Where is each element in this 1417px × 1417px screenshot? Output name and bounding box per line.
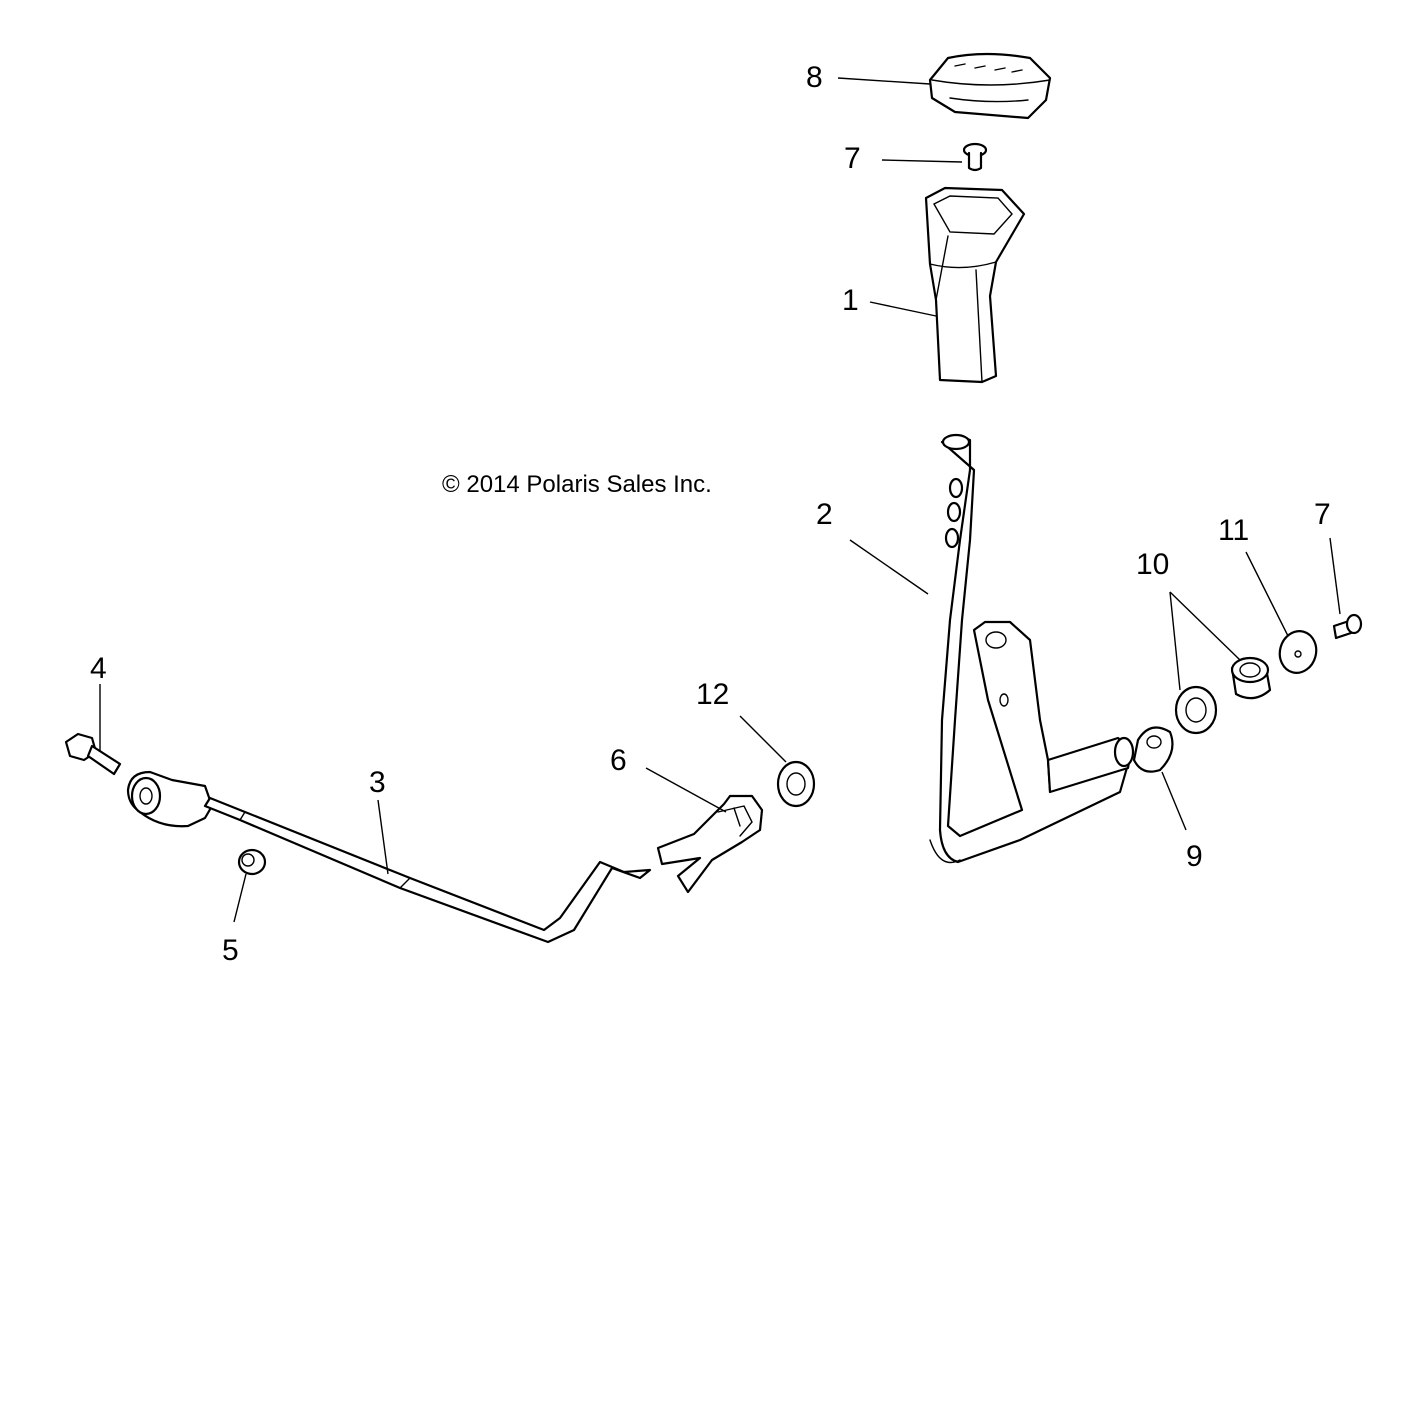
leader-3 xyxy=(377,799,389,875)
callout-7-right: 7 xyxy=(1314,498,1331,531)
part-10-bushing-b xyxy=(1230,656,1272,700)
leader-11 xyxy=(1245,551,1289,637)
part-7-screw-right xyxy=(1332,613,1363,640)
part-2-shift-lever xyxy=(929,433,1135,864)
part-6-retainer-clip xyxy=(656,794,764,894)
callout-7-top: 7 xyxy=(844,142,861,175)
callout-10: 10 xyxy=(1136,548,1169,581)
part-9-washer xyxy=(1132,726,1174,773)
leader-10-b xyxy=(1169,591,1241,661)
part-1-shift-grip xyxy=(924,186,1026,384)
callout-4: 4 xyxy=(90,652,107,685)
callout-8: 8 xyxy=(806,61,823,94)
leader-9 xyxy=(1161,771,1187,831)
leader-lines xyxy=(99,77,1341,923)
callout-11: 11 xyxy=(1218,514,1249,547)
leader-12 xyxy=(739,715,787,763)
leader-10-a xyxy=(1169,591,1181,691)
callout-2: 2 xyxy=(816,498,833,531)
copyright-text: © 2014 Polaris Sales Inc. xyxy=(442,471,712,498)
leader-7-right xyxy=(1329,537,1341,615)
part-3-linkage-rod xyxy=(126,770,652,944)
callout-6: 6 xyxy=(610,744,627,777)
part-12-washer xyxy=(776,760,816,808)
leader-2 xyxy=(849,539,929,595)
leader-7-top xyxy=(881,159,963,163)
callout-12: 12 xyxy=(696,678,729,711)
leader-5 xyxy=(233,873,247,923)
leader-8 xyxy=(837,77,931,85)
part-5-bushing xyxy=(237,848,267,876)
callout-9: 9 xyxy=(1186,840,1203,873)
part-7-screw-top xyxy=(962,142,988,172)
part-8-knob-cap xyxy=(928,52,1052,120)
leader-6 xyxy=(645,767,727,813)
part-11-flat-washer xyxy=(1278,630,1318,674)
callout-5: 5 xyxy=(222,934,239,967)
callout-3: 3 xyxy=(369,766,386,799)
leader-1 xyxy=(869,301,937,317)
part-10-bushing-a xyxy=(1174,685,1218,735)
callout-1: 1 xyxy=(842,284,859,317)
part-4-bolt xyxy=(64,732,122,776)
